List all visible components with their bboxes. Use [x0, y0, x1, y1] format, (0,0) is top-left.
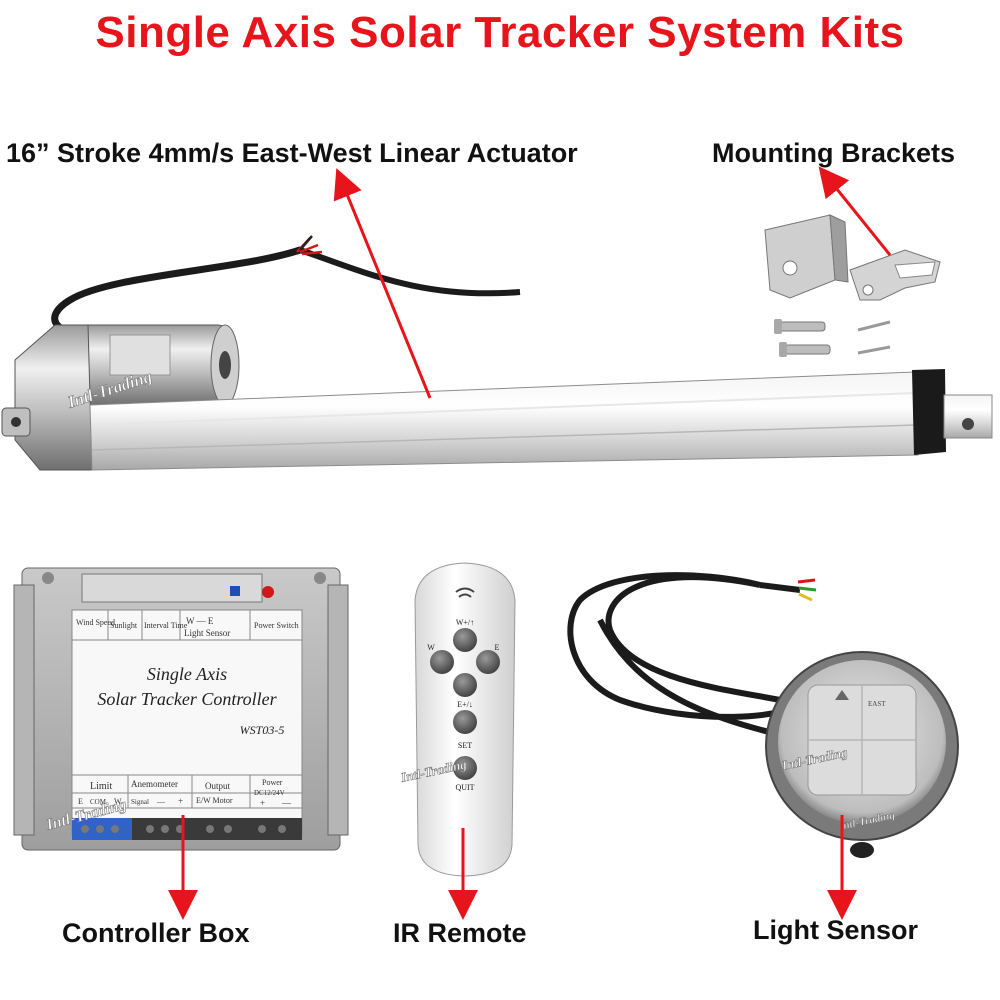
- output-sub: E/W Motor: [196, 796, 233, 805]
- cell-light-sensor: Light Sensor: [184, 628, 230, 638]
- power-label: Power: [262, 778, 283, 787]
- controller-name-1: Single Axis: [147, 664, 227, 684]
- power-sub: DC12/24V: [254, 789, 285, 797]
- btn-e-label: E: [495, 643, 500, 652]
- sensor-label: Light Sensor: [753, 915, 919, 945]
- controller-label: Controller Box: [62, 918, 250, 948]
- cell-sunlight: Sunlight: [110, 621, 138, 630]
- anemometer-plus: +: [178, 796, 183, 806]
- arrow-actuator: [333, 168, 432, 399]
- arrow-brackets: [818, 166, 892, 256]
- light-sensor: EAST Intl-Trading Intl-Trading: [567, 572, 959, 858]
- power-plus: +: [260, 798, 265, 808]
- remote-label: IR Remote: [393, 918, 527, 948]
- btn-quit-label: QUIT: [455, 783, 474, 792]
- ir-remote: W+/↑ W E E+/↓ SET QUIT Intl-Trading: [398, 562, 516, 877]
- sensor-face-text: EAST: [868, 700, 886, 708]
- btn-e-plus-label: E+/↓: [457, 700, 473, 709]
- btn-w-plus-label: W+/↑: [456, 618, 474, 627]
- mounting-brackets: [764, 214, 941, 357]
- controller-box: Wind Speed Sunlight Interval Time W — E …: [13, 567, 349, 851]
- cell-interval-time: Interval Time: [144, 621, 188, 630]
- actuator-label: 16” Stroke 4mm/s East-West Linear Actuat…: [6, 138, 578, 168]
- power-minus: —: [281, 798, 292, 808]
- limit-label: Limit: [90, 781, 112, 792]
- cell-power-switch: Power Switch: [254, 621, 299, 630]
- cell-w-e: W — E: [186, 616, 214, 626]
- brackets-label: Mounting Brackets: [712, 138, 956, 168]
- limit-term-e: E: [78, 797, 83, 806]
- anemometer-minus: —: [156, 797, 166, 806]
- output-label: Output: [205, 781, 231, 791]
- limit-term-com: COM: [90, 798, 107, 806]
- controller-name-2: Solar Tracker Controller: [97, 689, 277, 709]
- cell-wind-speed: Wind Speed: [76, 618, 115, 627]
- btn-w-label: W: [427, 643, 435, 652]
- anemometer-signal: Signal: [131, 798, 149, 806]
- btn-set-label: SET: [458, 741, 472, 750]
- linear-actuator: Intl-Trading: [1, 235, 993, 471]
- page-title: Single Axis Solar Tracker System Kits: [95, 8, 905, 57]
- controller-model: WST03-5: [240, 723, 285, 737]
- callout-arrows: [168, 166, 892, 920]
- limit-term-w: W: [114, 797, 122, 806]
- anemometer-label: Anemometer: [131, 779, 178, 789]
